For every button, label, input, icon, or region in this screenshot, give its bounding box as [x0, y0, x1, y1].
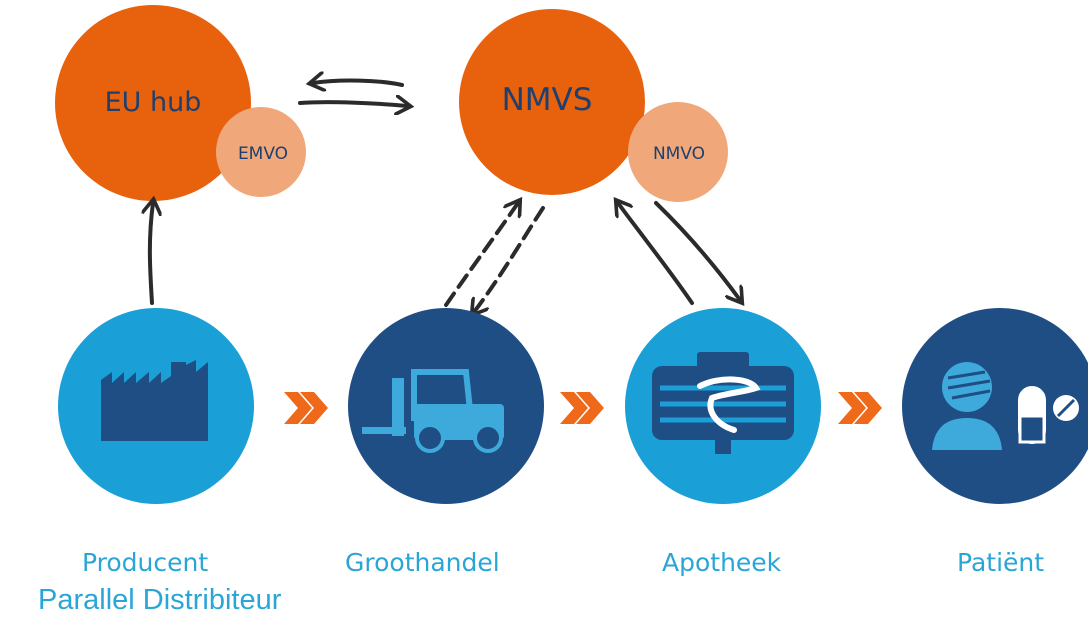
- stage-patient: [902, 308, 1088, 504]
- caption-groothandel: Groothandel: [345, 548, 500, 577]
- groothandel-nmvs-arrows: [444, 203, 545, 312]
- chevron-producent-groothandel: [284, 392, 328, 424]
- eu-hub-label: EU hub: [105, 87, 202, 118]
- chevron-apotheek-patient: [838, 392, 882, 424]
- hub-exchange-arrows: [298, 81, 407, 106]
- caption-parallel-distributeur: Parallel Distribiteur: [38, 584, 282, 616]
- producent-to-euhub-arrow: [150, 203, 153, 305]
- caption-producent: Producent: [82, 548, 209, 577]
- stage-groothandel: [348, 308, 544, 504]
- pharmacy-icon: [652, 352, 794, 454]
- factory-icon: [101, 360, 208, 441]
- nmvs-label: NMVS: [502, 82, 593, 118]
- patient-pill-icon: [932, 362, 1079, 450]
- nmvs-node: NMVS NMVO: [459, 9, 728, 202]
- caption-apotheek: Apotheek: [662, 548, 782, 577]
- stage-producent: [58, 308, 254, 504]
- eu-hub-node: EU hub EMVO: [55, 5, 306, 201]
- stage-apotheek: [625, 308, 821, 504]
- emvo-label: EMVO: [238, 144, 288, 164]
- caption-patient: Patiënt: [957, 548, 1045, 577]
- apotheek-nmvs-arrows: [618, 203, 740, 303]
- chevron-groothandel-apotheek: [560, 392, 604, 424]
- nmvo-label: NMVO: [653, 144, 705, 164]
- forklift-icon: [362, 369, 504, 453]
